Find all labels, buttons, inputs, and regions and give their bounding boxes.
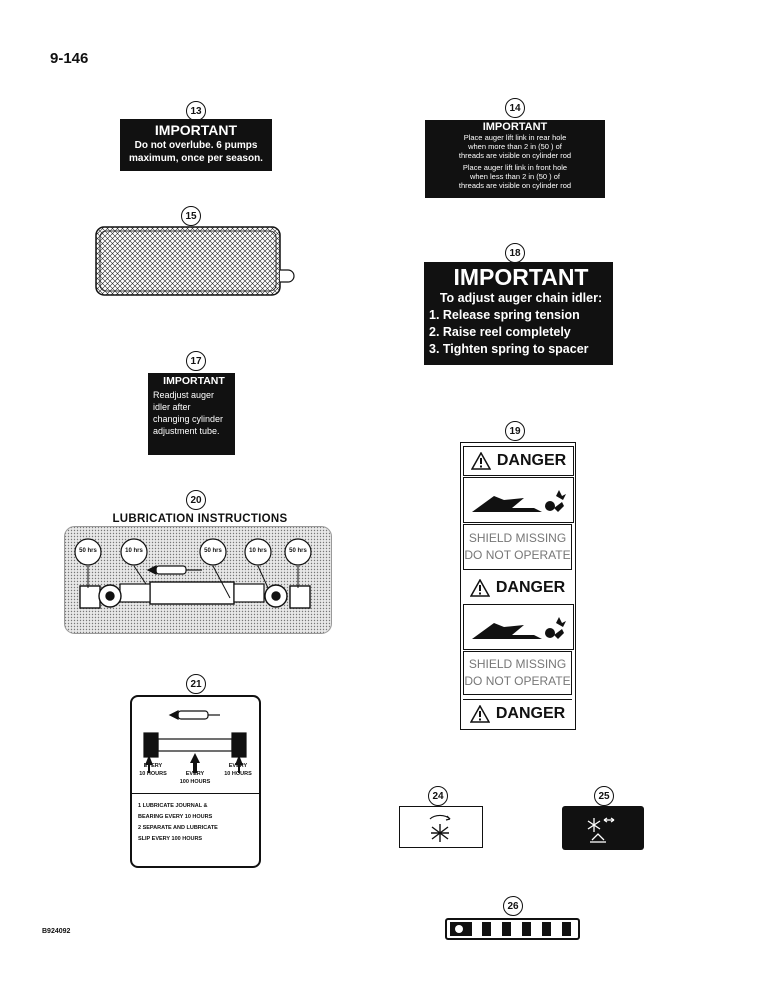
callout-19: 19 bbox=[505, 421, 525, 441]
entanglement-hazard-icon bbox=[472, 490, 566, 512]
decal-13-line: maximum, once per season. bbox=[129, 153, 263, 164]
callout-17: 17 bbox=[186, 351, 206, 371]
reel-speed-icon bbox=[429, 814, 451, 842]
interval-hours: 10 HOURS bbox=[224, 771, 252, 777]
decal-13: IMPORTANT Do not overlube. 6 pumps maxim… bbox=[120, 119, 272, 171]
decal-14-line: Place auger lift link in rear hole bbox=[463, 133, 567, 142]
decal-17: IMPORTANT Readjust auger idler after cha… bbox=[148, 373, 235, 455]
callout-26: 26 bbox=[503, 896, 523, 916]
callout-15: 15 bbox=[181, 206, 201, 226]
danger-label: DANGER bbox=[495, 705, 566, 722]
callout-14: 14 bbox=[505, 98, 525, 118]
note-line: BEARING EVERY 10 HOURS bbox=[138, 814, 213, 820]
note-line: 1 LUBRICATE JOURNAL & bbox=[138, 803, 208, 809]
decal-13-line: Do not overlube. 6 pumps bbox=[134, 140, 258, 151]
interval-every: EVERY bbox=[143, 763, 163, 769]
decal-18-line: To adjust auger chain idler: bbox=[439, 291, 603, 305]
do-not-operate-text: DO NOT OPERATE bbox=[464, 548, 571, 562]
decal-17-line: idler after bbox=[153, 402, 191, 412]
decal-21: EVERY 10 HOURS EVERY 100 HOURS EVERY 10 … bbox=[130, 695, 261, 868]
decal-20: 50 hrs 10 hrs 50 hrs 10 hrs 50 hrs bbox=[64, 526, 332, 634]
interval-hours: 100 HOURS bbox=[179, 779, 211, 785]
decal-14-heading: IMPORTANT bbox=[482, 121, 548, 133]
interval-label: 10 hrs bbox=[125, 548, 143, 554]
interval-label: 10 hrs bbox=[249, 548, 267, 554]
decal-19: DANGER SHIELD MISSING DO NOT OPERATE DAN… bbox=[460, 442, 576, 730]
warning-triangle-icon bbox=[470, 452, 491, 470]
do-not-operate-text: DO NOT OPERATE bbox=[464, 674, 571, 688]
note-line: 2 SEPARATE AND LUBRICATE bbox=[138, 825, 218, 831]
reflector-decal-15 bbox=[95, 226, 295, 298]
decal-17-line: adjustment tube. bbox=[153, 426, 220, 436]
decal-18-line: 3. Tighten spring to spacer bbox=[429, 342, 589, 356]
decal-26 bbox=[445, 918, 580, 940]
interval-label: 50 hrs bbox=[79, 548, 97, 554]
callout-20: 20 bbox=[186, 490, 206, 510]
decal-14-line: threads are visible on cylinder rod bbox=[458, 181, 572, 190]
entanglement-hazard-icon bbox=[472, 617, 566, 639]
position-indicator-icon bbox=[450, 922, 571, 936]
interval-hours: 10 HOURS bbox=[139, 771, 167, 777]
shield-missing-text: SHIELD MISSING bbox=[468, 657, 567, 671]
decal-14-line: threads are visible on cylinder rod bbox=[458, 151, 572, 160]
decal-18: IMPORTANT To adjust auger chain idler: 1… bbox=[424, 262, 613, 365]
decal-14-line: when less than 2 in (50 ) of bbox=[469, 172, 561, 181]
danger-label: DANGER bbox=[495, 579, 566, 596]
note-line: SLIP EVERY 100 HOURS bbox=[138, 836, 203, 842]
decal-18-line: 2. Raise reel completely bbox=[429, 325, 571, 339]
callout-24: 24 bbox=[428, 786, 448, 806]
decal-14-line: Place auger lift link in front hole bbox=[462, 163, 568, 172]
warning-triangle-icon bbox=[469, 579, 490, 597]
shield-missing-text: SHIELD MISSING bbox=[468, 531, 567, 545]
interval-label: 50 hrs bbox=[289, 548, 307, 554]
decal-18-heading: IMPORTANT bbox=[453, 264, 589, 290]
decal-24 bbox=[399, 806, 483, 848]
decal-13-heading: IMPORTANT bbox=[154, 122, 238, 138]
decal-18-line: 1. Release spring tension bbox=[429, 308, 580, 322]
interval-every: EVERY bbox=[185, 771, 205, 777]
callout-21: 21 bbox=[186, 674, 206, 694]
decal-25 bbox=[562, 806, 644, 850]
callout-13: 13 bbox=[186, 101, 206, 121]
decal-14: IMPORTANT Place auger lift link in rear … bbox=[425, 120, 605, 198]
decal-17-line: Readjust auger bbox=[153, 390, 215, 400]
lubrication-title: LUBRICATION INSTRUCTIONS bbox=[112, 513, 288, 525]
danger-label: DANGER bbox=[496, 452, 567, 469]
callout-18: 18 bbox=[505, 243, 525, 263]
document-id: B924092 bbox=[42, 928, 71, 935]
decal-17-heading: IMPORTANT bbox=[163, 375, 225, 387]
decal-14-line: when more than 2 in (50 ) of bbox=[468, 142, 562, 151]
page-number: 9-146 bbox=[50, 50, 89, 67]
interval-every: EVERY bbox=[228, 763, 248, 769]
reel-position-icon bbox=[587, 817, 615, 843]
interval-label: 50 hrs bbox=[204, 548, 222, 554]
callout-25: 25 bbox=[594, 786, 614, 806]
decal-17-line: changing cylinder bbox=[153, 414, 224, 424]
warning-triangle-icon bbox=[469, 705, 490, 723]
